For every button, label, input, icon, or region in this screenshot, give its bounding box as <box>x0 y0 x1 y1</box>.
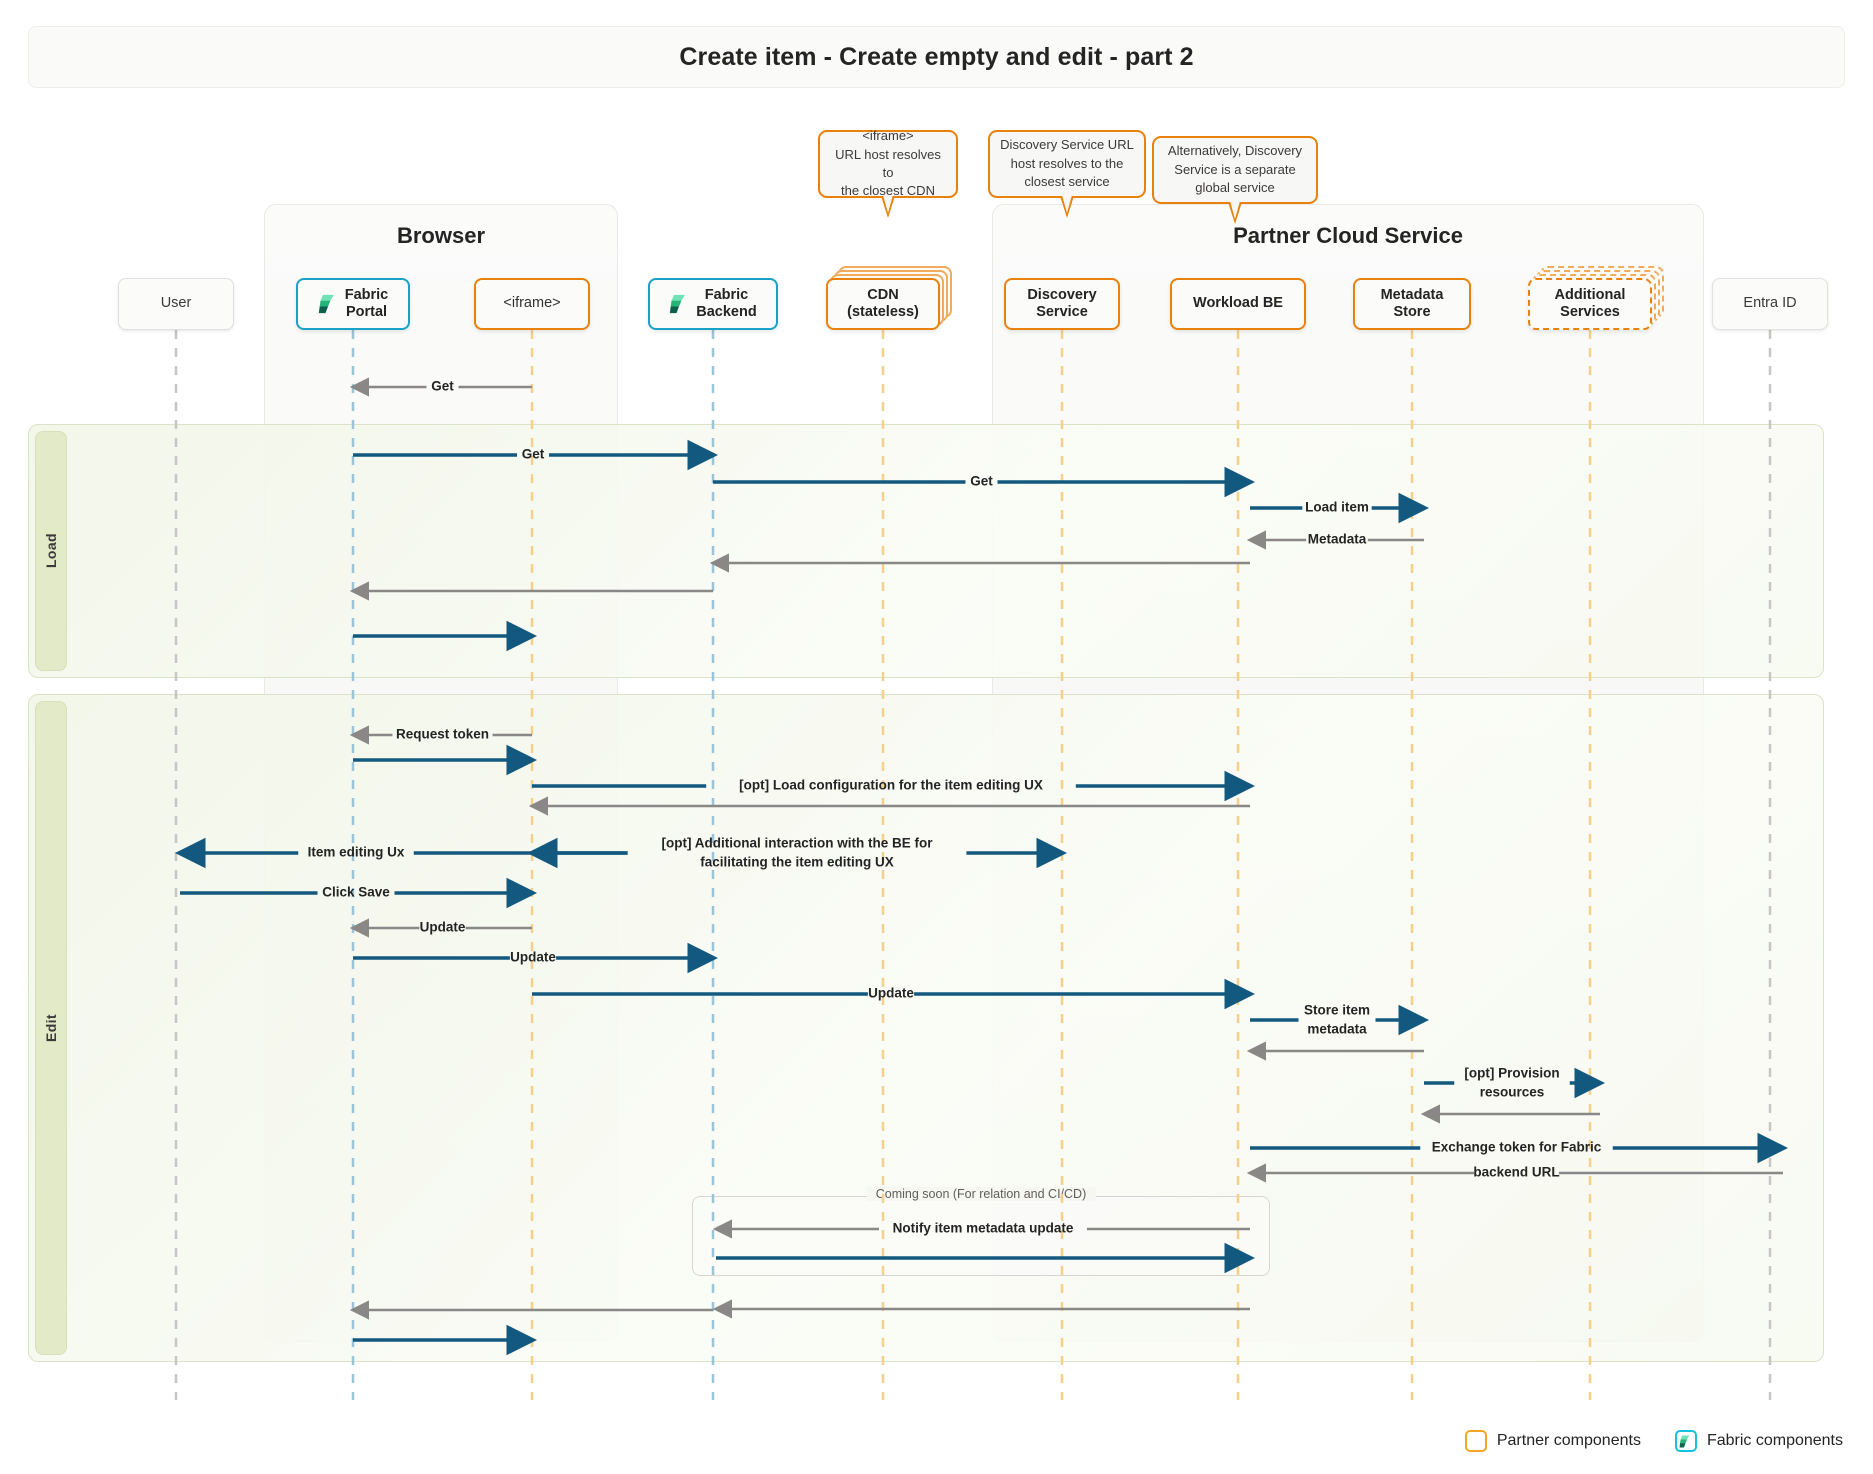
participant-additional-services-label: Additional Services <box>1554 286 1626 320</box>
participant-metadata-store[interactable]: Metadata Store <box>1353 278 1471 330</box>
msg-provision-resources-label: resources <box>1480 1085 1545 1100</box>
msg-store-item-metadata-label: Store item <box>1304 1003 1370 1018</box>
opt-box-coming-soon: Coming soon (For relation and CI/CD) <box>692 1187 1270 1276</box>
msg-metadata: Metadata <box>1246 530 1424 550</box>
note-iframe-cdn: <iframe> URL host resolves to the closes… <box>818 128 958 218</box>
note-iframe-cdn-tail <box>881 195 895 218</box>
participant-fabric-portal-label: Fabric Portal <box>344 286 389 320</box>
legend-fabric-components: Fabric components <box>1674 1430 1843 1452</box>
note-discovery-global-text: Alternatively, Discovery Service is a se… <box>1167 143 1303 196</box>
msg-additional-interaction: [opt] Additional interaction with the BE… <box>526 836 1068 870</box>
msg-store-item-metadata-label: metadata <box>1307 1022 1367 1037</box>
msg-request-token: Request token <box>349 725 532 745</box>
msg-update-iframe-to-workload-label: Update <box>868 986 914 1001</box>
group-browser-title: Browser <box>396 223 486 248</box>
fabric-swatch-icon <box>1674 1430 1697 1452</box>
lifelines <box>174 330 1772 1400</box>
legend-fabric-components-label: Fabric components <box>1706 1432 1843 1449</box>
participant-metadata-store-label: Metadata Store <box>1380 286 1444 320</box>
participant-discovery-service-label: Discovery Service <box>1027 286 1097 320</box>
participant-additional-services[interactable]: Additional Services <box>1528 278 1652 330</box>
participant-fabric-backend[interactable]: Fabric Backend <box>648 278 778 330</box>
group-partner-cloud-title: Partner Cloud Service <box>1233 223 1463 248</box>
msg-get-backend-to-workload: Get <box>713 466 1256 498</box>
msg-store-item-metadata: Store item metadata <box>1250 1003 1430 1037</box>
msg-load-configuration-label: [opt] Load configuration for the item ed… <box>739 778 1043 793</box>
fragment-load-tab: Load <box>35 431 67 671</box>
participant-cdn[interactable]: CDN (stateless) <box>826 278 940 330</box>
msg-notify-item-metadata-update: Notify item metadata update <box>712 1219 1250 1239</box>
msg-exchange-token-label: Exchange token for Fabric <box>1432 1140 1602 1155</box>
note-discovery-url: Discovery Service URL host resolves to t… <box>988 130 1146 218</box>
msg-item-editing-ux: Item editing Ux <box>174 837 532 869</box>
fragment-edit-tab: Edit <box>35 701 67 1355</box>
fragment-load: Load <box>28 424 1824 678</box>
msg-additional-interaction-label: [opt] Additional interaction with the BE… <box>662 836 934 851</box>
opt-box-coming-soon-label: Coming soon (For relation and CI/CD) <box>866 1187 1096 1201</box>
participant-fabric-backend-label: Fabric Backend <box>696 286 757 320</box>
msg-get-iframe-to-portal: Get <box>349 377 532 397</box>
note-iframe-cdn-text: <iframe> URL host resolves to the closes… <box>835 128 941 199</box>
note-discovery-global-tail <box>1228 201 1242 224</box>
msg-backend-url: backend URL <box>1246 1163 1783 1183</box>
participant-iframe-label: <iframe> <box>503 295 561 312</box>
msg-get-iframe-to-portal-label: Get <box>431 379 454 394</box>
fabric-logo-icon <box>670 294 686 314</box>
msg-get-backend-to-workload-label: Get <box>970 474 993 489</box>
msg-load-item-label: Load item <box>1305 500 1369 515</box>
fabric-logo-icon <box>318 294 334 314</box>
partner-swatch-icon <box>1464 1430 1487 1452</box>
participant-discovery-service[interactable]: Discovery Service <box>1004 278 1120 330</box>
participant-user[interactable]: User <box>118 278 234 330</box>
fabric-logo-icon <box>1679 1435 1690 1447</box>
participant-entra-id-label: Entra ID <box>1743 295 1797 312</box>
msg-request-token-label: Request token <box>396 727 489 742</box>
msg-update-iframe-to-workload: Update <box>532 978 1256 1010</box>
note-discovery-global: Alternatively, Discovery Service is a se… <box>1152 136 1318 224</box>
msg-click-save: Click Save <box>180 877 538 909</box>
msg-metadata-label: Metadata <box>1308 532 1367 547</box>
msg-additional-interaction-label: facilitating the item editing UX <box>700 855 894 870</box>
note-discovery-url-text: Discovery Service URL host resolves to t… <box>1000 137 1134 190</box>
msg-load-configuration: [opt] Load configuration for the item ed… <box>532 770 1256 802</box>
participant-fabric-portal[interactable]: Fabric Portal <box>296 278 410 330</box>
note-discovery-url-tail <box>1060 195 1074 218</box>
page-title: Create item - Create empty and edit - pa… <box>679 42 1194 71</box>
msg-notify-item-metadata-update-label: Notify item metadata update <box>893 1221 1074 1236</box>
participant-cdn-label: CDN (stateless) <box>847 286 919 320</box>
msg-item-editing-ux-label: Item editing Ux <box>308 845 405 860</box>
participant-user-label: User <box>160 295 192 312</box>
msg-update-portal-to-backend: Update <box>353 942 719 974</box>
msg-get-portal-to-backend-label: Get <box>522 447 545 462</box>
msg-provision-resources: [opt] Provision resources <box>1424 1066 1606 1100</box>
msg-update-portal-to-backend-label: Update <box>510 950 556 965</box>
participant-iframe[interactable]: <iframe> <box>474 278 590 330</box>
msg-backend-url-label: backend URL <box>1473 1165 1559 1180</box>
participant-workload-be-label: Workload BE <box>1193 295 1283 312</box>
diagram-title-bar: Create item - Create empty and edit - pa… <box>28 26 1845 88</box>
msg-load-item: Load item <box>1250 492 1430 524</box>
participant-workload-be[interactable]: Workload BE <box>1170 278 1306 330</box>
msg-update-iframe-to-portal-label: Update <box>420 920 466 935</box>
legend-partner-components: Partner components <box>1464 1430 1641 1452</box>
msg-exchange-token: Exchange token for Fabric <box>1250 1132 1789 1164</box>
msg-provision-resources-label: [opt] Provision <box>1464 1066 1559 1081</box>
msg-click-save-label: Click Save <box>322 885 390 900</box>
participant-entra-id[interactable]: Entra ID <box>1712 278 1828 330</box>
msg-update-iframe-to-portal: Update <box>349 918 532 938</box>
legend-partner-components-label: Partner components <box>1496 1432 1641 1449</box>
msg-get-portal-to-backend: Get <box>353 439 719 471</box>
legend: Partner components Fabric components <box>1464 1430 1843 1452</box>
